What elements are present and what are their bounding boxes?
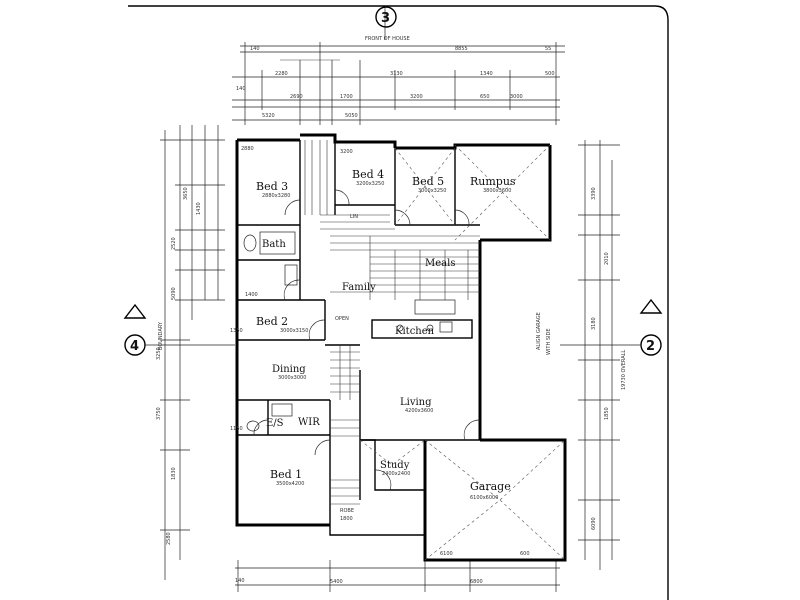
room-label-bath: Bath: [262, 239, 286, 250]
svg-text:WITH SIDE: WITH SIDE: [546, 329, 552, 355]
bottom-dimension-lines: 5400 6800 140: [235, 560, 560, 592]
svg-text:6100: 6100: [440, 551, 453, 557]
interior-dimension-notes: 2880 3200 LIN 1400 OPEN ROBE 1800 6100 6…: [230, 146, 530, 557]
svg-text:1350: 1350: [230, 328, 243, 334]
roof-hip-lines: [359, 144, 566, 561]
svg-text:5090: 5090: [171, 287, 177, 300]
svg-text:600: 600: [520, 551, 530, 557]
room-label-bed2: Bed 2: [256, 315, 288, 328]
svg-text:2520: 2520: [171, 237, 177, 250]
svg-text:2400x2400: 2400x2400: [382, 471, 410, 477]
svg-text:5320: 5320: [262, 113, 275, 119]
svg-text:1150: 1150: [230, 426, 243, 432]
room-label-bed4: Bed 4: [352, 168, 384, 181]
svg-text:3200: 3200: [410, 94, 423, 100]
svg-text:19730 OVERALL: 19730 OVERALL: [621, 350, 627, 390]
room-label-wir: WIR: [298, 417, 320, 428]
hatched-areas: [304, 140, 480, 505]
room-label-bed5: Bed 5: [412, 175, 444, 188]
room-labels: Bed 3 2880x3280 Bed 4 3200x3250 Bed 5 30…: [256, 168, 516, 501]
callout-west-label: 4: [130, 339, 139, 354]
svg-text:FRONT OF HOUSE: FRONT OF HOUSE: [365, 36, 410, 42]
svg-text:BOUNDARY: BOUNDARY: [158, 321, 164, 350]
svg-text:1830: 1830: [171, 467, 177, 480]
svg-text:3750: 3750: [156, 407, 162, 420]
room-label-family: Family: [342, 282, 376, 293]
room-label-bed3: Bed 3: [256, 180, 288, 193]
interior-walls: [237, 140, 480, 525]
svg-text:55: 55: [545, 46, 551, 52]
svg-text:1800: 1800: [340, 516, 353, 522]
right-dimension-lines: 3390 2010 3180 1850 6090 19730 OVERALL A…: [536, 140, 627, 570]
svg-text:140: 140: [236, 86, 246, 92]
svg-text:6800: 6800: [470, 579, 483, 585]
callout-east-label: 2: [646, 339, 655, 354]
room-label-study: Study: [380, 460, 410, 471]
room-label-bed1: Bed 1: [270, 468, 302, 481]
svg-text:4200x3600: 4200x3600: [405, 408, 433, 414]
svg-text:3000x3150: 3000x3150: [280, 328, 308, 334]
svg-text:1850: 1850: [604, 407, 610, 420]
svg-text:3000x3250: 3000x3250: [418, 188, 446, 194]
svg-text:8855: 8855: [455, 46, 468, 52]
svg-text:3200x3250: 3200x3250: [356, 181, 384, 187]
svg-text:ALIGN GARAGE: ALIGN GARAGE: [536, 312, 542, 350]
svg-text:2280: 2280: [275, 71, 288, 77]
callout-north-label: 3: [381, 11, 390, 26]
svg-text:140: 140: [235, 578, 245, 584]
svg-text:5400: 5400: [330, 579, 343, 585]
svg-text:1430: 1430: [196, 202, 202, 215]
svg-text:3650: 3650: [183, 187, 189, 200]
room-label-dining: Dining: [272, 364, 306, 375]
svg-text:650: 650: [480, 94, 490, 100]
left-dimension-lines: 3650 1430 2520 5090 3750 1830 3250 2580: [156, 125, 225, 580]
svg-text:140: 140: [250, 46, 260, 52]
fixtures: [243, 231, 453, 432]
svg-text:6090: 6090: [591, 517, 597, 530]
svg-text:2580: 2580: [166, 532, 172, 545]
room-label-garage: Garage: [470, 480, 511, 493]
svg-text:3000: 3000: [510, 94, 523, 100]
svg-text:3130: 3130: [390, 71, 403, 77]
svg-text:1400: 1400: [245, 292, 258, 298]
svg-text:OPEN: OPEN: [335, 316, 349, 322]
svg-text:2690: 2690: [290, 94, 303, 100]
room-label-meals: Meals: [425, 258, 455, 269]
svg-text:3000x3000: 3000x3000: [278, 375, 306, 381]
svg-text:3200: 3200: [340, 149, 353, 155]
svg-text:1700: 1700: [340, 94, 353, 100]
svg-text:500: 500: [545, 71, 555, 77]
svg-text:LIN: LIN: [350, 214, 358, 220]
svg-text:3250: 3250: [156, 347, 162, 360]
top-dimension-lines: FRONT OF HOUSE 8855 55 140 2280 3130 134…: [232, 36, 565, 125]
svg-text:ROBE: ROBE: [340, 508, 354, 514]
room-label-rumpus: Rumpus: [470, 175, 516, 188]
svg-text:5050: 5050: [345, 113, 358, 119]
svg-text:3180: 3180: [591, 317, 597, 330]
svg-text:2880: 2880: [241, 146, 254, 152]
room-label-ensuite: E/S: [266, 418, 284, 429]
sheet-border: [128, 5, 669, 600]
svg-text:6100x6000: 6100x6000: [470, 495, 498, 501]
svg-text:3390: 3390: [591, 187, 597, 200]
section-callout-north: 3: [375, 6, 397, 40]
room-label-living: Living: [400, 397, 432, 408]
section-callout-east: 2: [560, 298, 663, 356]
svg-text:2880x3280: 2880x3280: [262, 193, 290, 199]
svg-text:3800x3600: 3800x3600: [483, 188, 511, 194]
svg-text:3500x4200: 3500x4200: [276, 481, 304, 487]
room-label-kitchen: Kitchen: [395, 326, 435, 337]
svg-text:2010: 2010: [604, 252, 610, 265]
section-callout-west: 4 BOUNDARY: [123, 303, 235, 356]
svg-text:1340: 1340: [480, 71, 493, 77]
